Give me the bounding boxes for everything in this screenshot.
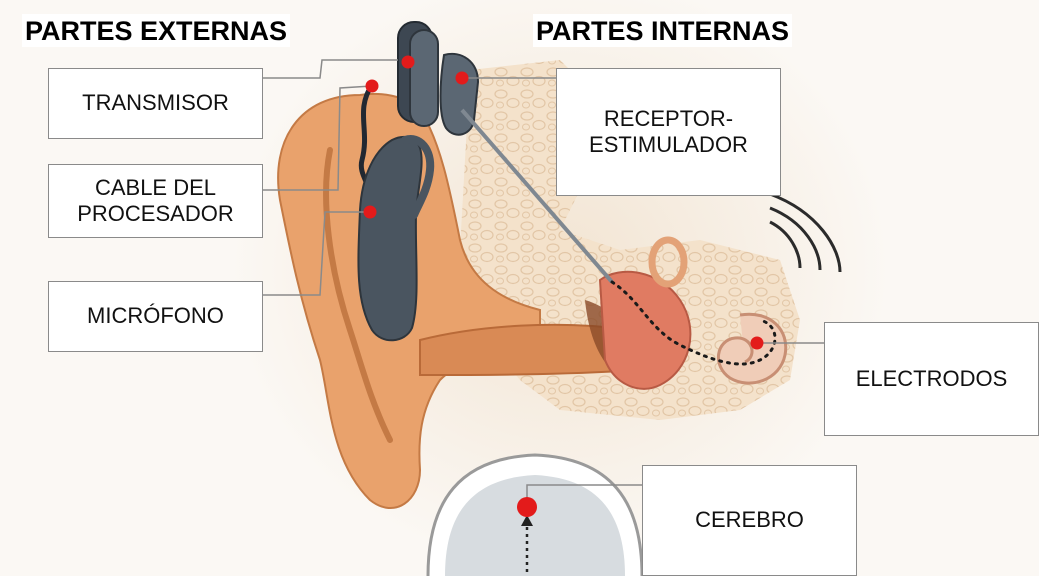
- label-electrodos: ELECTRODOS: [824, 322, 1039, 436]
- heading-internal-parts: PARTES INTERNAS: [533, 14, 792, 47]
- marker-electrodos: [751, 337, 764, 350]
- label-cable-text: CABLE DEL PROCESADOR: [77, 175, 233, 228]
- label-electrodos-text: ELECTRODOS: [856, 366, 1008, 392]
- label-cerebro-text: CEREBRO: [695, 507, 804, 533]
- label-transmisor-text: TRANSMISOR: [82, 90, 229, 116]
- marker-receptor: [456, 72, 469, 85]
- label-transmisor: TRANSMISOR: [48, 68, 263, 139]
- label-receptor-estimulador: RECEPTOR- ESTIMULADOR: [556, 68, 781, 196]
- label-microfono: MICRÓFONO: [48, 281, 263, 352]
- marker-microfono: [364, 206, 377, 219]
- marker-transmisor: [402, 56, 415, 69]
- label-microfono-text: MICRÓFONO: [87, 303, 224, 329]
- heading-external-parts: PARTES EXTERNAS: [22, 14, 290, 47]
- label-cerebro: CEREBRO: [642, 465, 857, 576]
- marker-cerebro: [517, 497, 537, 517]
- transmitter-disc-front: [410, 30, 438, 126]
- marker-cable: [366, 80, 379, 93]
- label-receptor-text: RECEPTOR- ESTIMULADOR: [589, 106, 748, 159]
- label-cable-procesador: CABLE DEL PROCESADOR: [48, 164, 263, 238]
